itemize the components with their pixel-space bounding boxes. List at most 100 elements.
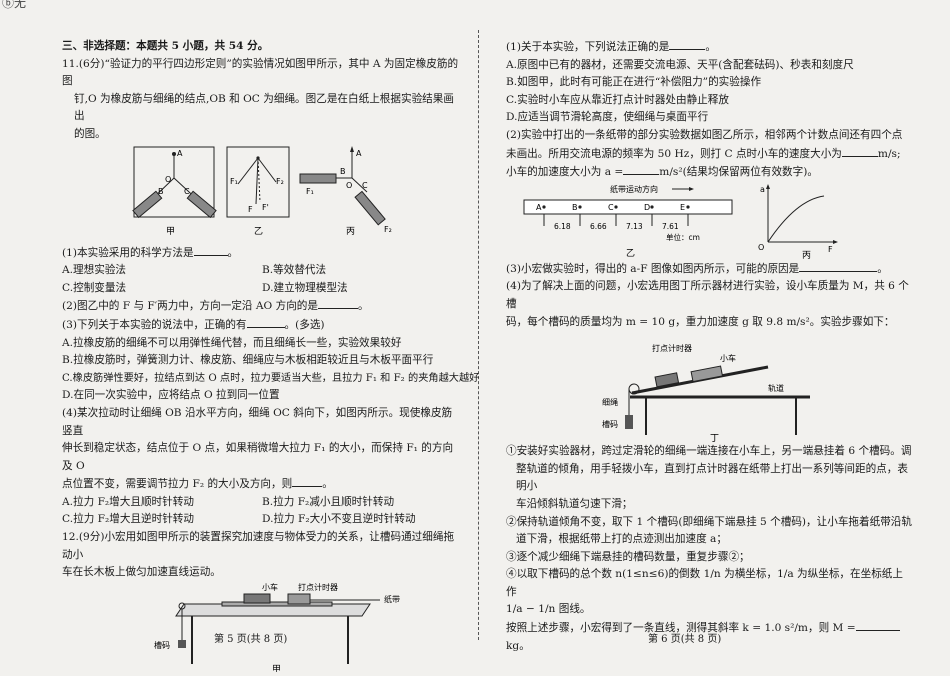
svg-text:F: F [248, 205, 253, 214]
tape-dot-B [578, 205, 582, 209]
tape-label: 乙 [626, 248, 635, 259]
step-2b: 道下滑，根据纸带上打的点迹测出加速度 a； [516, 533, 727, 546]
svg-text:丁: 丁 [710, 434, 719, 443]
weights-icon [625, 415, 633, 430]
svg-text:B: B [340, 167, 346, 176]
tape-dot-C [614, 205, 618, 209]
q12-1: (1)关于本实验，下列说法正确的是。 [506, 38, 912, 57]
svg-text:小车: 小车 [262, 582, 278, 592]
tape-unit: 单位：cm [666, 232, 700, 242]
answer-blank[interactable] [246, 316, 285, 328]
tape-spacing-value: 6.66 [590, 222, 607, 231]
tape-dot-A [542, 205, 546, 209]
tape-title: 纸带运动方向 [610, 184, 658, 194]
svg-text:O: O [346, 181, 352, 190]
q12-intro-1: 12.(9分)小宏用如图甲所示的装置探究加速度与物体受力的关系，让槽码通过细绳拖… [62, 531, 455, 561]
figure-bing: A B O C F₁ F₂ [299, 145, 392, 234]
cart-icon [690, 365, 724, 383]
timer-icon [654, 372, 680, 388]
q11-intro-1: 11.(6分)“验证力的平行四边形定则”的实验情况如图甲所示，其中 A 为固定橡… [62, 57, 459, 88]
label-bing: 丙 [346, 226, 355, 237]
svg-text:F₂: F₂ [384, 225, 392, 234]
answer-blank[interactable] [799, 260, 878, 272]
tape-spacing-value: 7.61 [662, 222, 679, 231]
q12-1-opt-a: A.原图中已有的器材，还需要交流电源、天平(含配套砝码)、秒表和刻度尺 [506, 58, 854, 71]
svg-text:F₁: F₁ [306, 187, 314, 196]
answer-blank[interactable] [669, 38, 706, 50]
q11-3-opt-a: A.拉橡皮筋的细绳不可以用弹性绳代替，而且细绳长一些，实验效果较好 [62, 336, 402, 349]
final-question: 按照上述步骤，小宏得到了一条直线，测得其斜率 k = 1.0 s²/m，则 M … [506, 619, 912, 655]
answer-blank[interactable] [292, 475, 323, 488]
answer-blank[interactable] [193, 244, 228, 256]
svg-text:C: C [362, 181, 368, 190]
step-2a: ②保持轨道倾角不变，取下 1 个槽码(即细绳下端悬挂 5 个槽码)，让小车拖着纸… [506, 515, 912, 528]
right-page: (1)关于本实验，下列说法正确的是。 A.原图中已有的器材，还需要交流电源、天平… [478, 0, 950, 673]
page-divider [478, 30, 479, 640]
q11-figures: A O B C F₁ F₂ F F' [62, 144, 462, 240]
q11-figures-svg: A O B C F₁ F₂ F F' [132, 145, 392, 237]
answer-blank[interactable] [855, 619, 900, 632]
step-3: ③逐个减少细绳下端悬挂的槽码数量，重复步骤②； [506, 550, 750, 563]
q11-1: (1)本实验采用的科学方法是。 [62, 244, 462, 263]
svg-text:丙: 丙 [802, 250, 811, 260]
svg-text:槽码: 槽码 [602, 419, 618, 429]
q11-2: (2)图乙中的 F 与 F′两力中，方向一定沿 AO 方向的是。 [62, 297, 462, 316]
q11-3-opt-c: C.橡皮筋弹性要好，拉结点到达 O 点时，拉力要适当大些，且拉力 F₁ 和 F₂… [62, 372, 480, 384]
step-1c: 车沿倾斜轨道匀速下滑； [516, 497, 633, 510]
label-yi: 乙 [254, 226, 263, 237]
tape-point-label: D [644, 203, 650, 212]
step-1a: ①安装好实验器材，跨过定滑轮的细绳一端连接在小车上，另一端悬挂着 6 个槽码。调 [506, 445, 912, 458]
q12-3: (3)小宏做实验时，得出的 a-F 图像如图丙所示，可能的原因是。 [506, 260, 912, 279]
q12-1-opt-c: C.实验时小车应从靠近打点计时器处由静止释放 [506, 93, 729, 106]
q11-3-opt-b: B.拉橡皮筋时，弹簧测力计、橡皮筋、细绳应与木板相距较近且与木板平面平行 [62, 354, 434, 367]
corner-mark: ⓑ无 [2, 0, 27, 10]
weights-icon [178, 639, 186, 648]
svg-text:甲: 甲 [272, 664, 281, 672]
right-footer: 第 6 页(共 8 页) [648, 634, 722, 645]
tape-point-label: A [536, 203, 542, 212]
svg-text:A: A [356, 149, 362, 158]
tape-spacing-value: 7.13 [626, 222, 643, 231]
figure-jia: A O B C [132, 146, 217, 218]
svg-text:小车: 小车 [720, 353, 736, 363]
q12-2-1: (2)实验中打出的一条纸带的部分实验数据如图乙所示，相邻两个计数点间还有四个点 [506, 128, 903, 141]
q11-4-2: 伸长到稳定状态，结点位于 O 点，如果稍微增大拉力 F₁ 的大小，而保持 F₁ … [62, 442, 454, 472]
timer-icon [287, 593, 311, 605]
answer-blank[interactable] [317, 297, 358, 310]
q11-4-1: (4)某次拉动时让细绳 OB 沿水平方向，细绳 OC 斜向下，如图丙所示。现使橡… [62, 406, 453, 437]
q11-4-3: 点位置不变，需要调节拉力 F₂ 的大小及方向，则。 [62, 475, 462, 494]
svg-text:F: F [828, 245, 833, 254]
section-title: 三、非选择题：本题共 5 小题，共 54 分。 [62, 40, 269, 52]
svg-text:细绳: 细绳 [602, 397, 618, 407]
q12-figure-ding: 打点计时器 小车 轨道 细绳 槽码 丁 [506, 331, 912, 444]
svg-text:F': F' [262, 203, 269, 212]
svg-text:B: B [158, 187, 164, 196]
figure-ding-svg: 打点计时器 小车 轨道 细绳 槽码 丁 [602, 343, 810, 444]
q12-1-opt-b: B.如图甲，此时有可能正在进行“补偿阻力”的实验操作 [506, 76, 762, 89]
svg-text:A: A [177, 149, 183, 158]
q11-intro-3: 的图。 [74, 127, 106, 140]
q12-4-1: (4)为了解决上面的问题，小宏选用图丁所示器材进行实验，设小车质量为 M，共 6… [506, 280, 909, 310]
cart-icon [243, 593, 271, 604]
svg-text:O: O [165, 175, 171, 184]
left-footer: 第 5 页(共 8 页) [214, 634, 288, 645]
svg-text:O: O [758, 243, 764, 252]
tape-dot-D [650, 205, 654, 209]
svg-text:F₂: F₂ [276, 177, 284, 186]
tape-point-label: E [680, 203, 685, 212]
tape-dot-E [686, 205, 690, 209]
answer-blank[interactable] [841, 145, 878, 157]
left-page: 三、非选择题：本题共 5 小题，共 54 分。 11.(6分)“验证力的平行四边… [62, 40, 480, 675]
svg-text:轨道: 轨道 [768, 383, 784, 393]
tape-spacing-value: 6.18 [554, 222, 571, 231]
svg-text:打点计时器: 打点计时器 [298, 582, 338, 592]
q12-intro-2: 车在长木板上做匀加速直线运动。 [62, 566, 221, 579]
figure-yi: F₁ F₂ F F' [226, 146, 290, 218]
answer-blank[interactable] [623, 163, 660, 176]
